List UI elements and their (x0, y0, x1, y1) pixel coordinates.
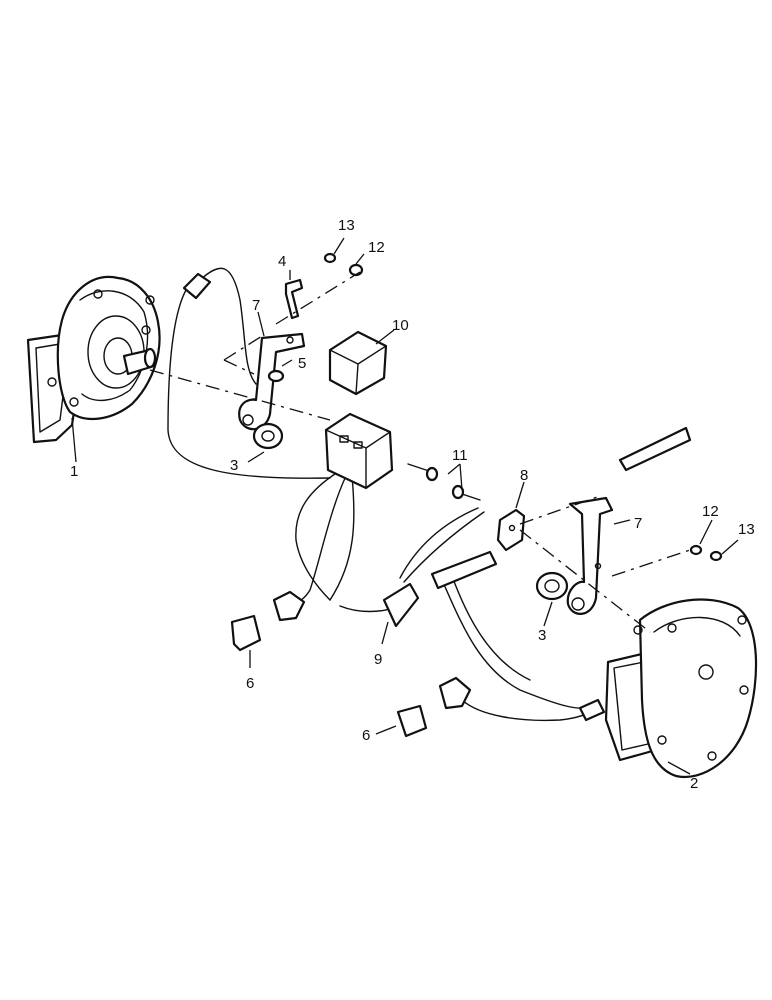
clip-8 (496, 508, 526, 552)
callout-6-right: 6 (362, 727, 370, 744)
callout-4: 4 (278, 253, 286, 270)
horn-left (26, 275, 161, 444)
spacer-5 (267, 369, 285, 383)
callout-3-left: 3 (230, 457, 238, 474)
callout-12-top: 12 (368, 239, 385, 256)
cover-6b (396, 704, 428, 738)
lock-washer-left (252, 422, 284, 450)
horn-right (604, 598, 758, 779)
nut-washer-right (689, 544, 723, 562)
bracket-right (566, 496, 614, 615)
callout-12-right: 12 (702, 503, 719, 520)
callout-7-right: 7 (634, 515, 642, 532)
bracket-left (238, 332, 306, 431)
callout-5: 5 (298, 355, 306, 372)
callout-8: 8 (520, 467, 528, 484)
lock-washer-right (535, 571, 569, 601)
screw-11 (407, 463, 481, 501)
callout-7-left: 7 (252, 297, 260, 314)
callout-6-left: 6 (246, 675, 254, 692)
fuse-holder (618, 426, 692, 472)
callout-9: 9 (374, 651, 382, 668)
callout-2: 2 (690, 775, 698, 792)
center-lines (149, 271, 691, 633)
callout-3-right: 3 (538, 627, 546, 644)
callout-13-right: 13 (738, 521, 755, 538)
nut-washer-top (323, 252, 364, 277)
relay-assembly (324, 330, 394, 490)
callout-1: 1 (70, 463, 78, 480)
cover-6a (230, 614, 262, 652)
callout-labels: 1 2 3 3 4 5 6 6 7 7 8 9 10 11 12 12 13 1… (70, 217, 755, 792)
callout-13-top: 13 (338, 217, 355, 234)
leader-lines (71, 237, 739, 775)
bolt-4 (284, 278, 304, 320)
wiring-harness (167, 267, 606, 722)
callout-11: 11 (452, 447, 468, 464)
callout-10: 10 (392, 317, 409, 334)
